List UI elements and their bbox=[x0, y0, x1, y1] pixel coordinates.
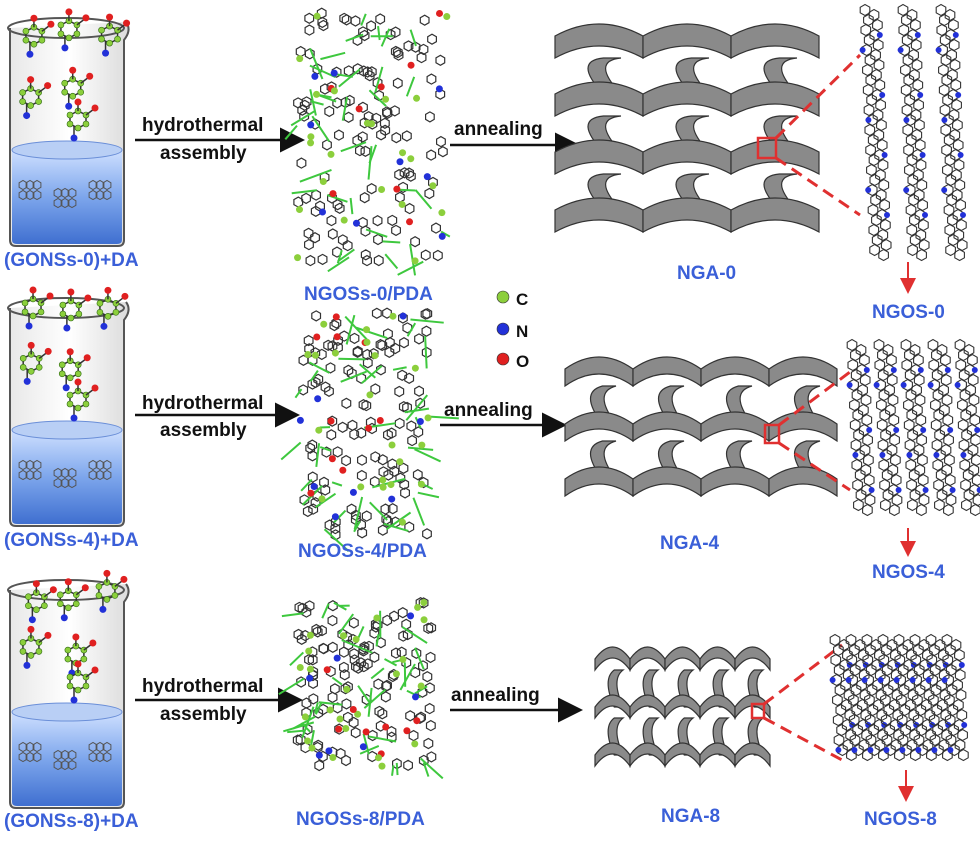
assembly-structure-1 bbox=[281, 308, 459, 551]
ngos-sheet-stack-0 bbox=[860, 5, 967, 261]
legend-c-dot bbox=[497, 291, 509, 303]
aerogel-label-1: NGA-4 bbox=[660, 533, 719, 555]
beaker-label-2: (GONSs-8)+DA bbox=[4, 811, 139, 833]
step1-line2-2: assembly bbox=[160, 704, 247, 726]
assembly-label-2: NGOSs-8/PDA bbox=[296, 809, 425, 831]
sheet-label-1: NGOS-4 bbox=[872, 562, 945, 584]
assembly-label-1: NGOSs-4/PDA bbox=[298, 541, 427, 563]
step2-label-0: annealing bbox=[454, 119, 543, 141]
sheet-label-2: NGOS-8 bbox=[864, 809, 937, 831]
sheet-label-0: NGOS-0 bbox=[872, 302, 945, 324]
step1-line2-1: assembly bbox=[160, 420, 247, 442]
aerogel-network-1 bbox=[565, 357, 837, 496]
solution bbox=[12, 430, 122, 524]
aerogel-network-0 bbox=[555, 24, 819, 232]
solution bbox=[12, 712, 122, 806]
beaker-2 bbox=[8, 570, 129, 808]
assembly-label-0: NGOSs-0/PDA bbox=[304, 284, 433, 306]
step1-line1-0: hydrothermal bbox=[142, 115, 263, 137]
aerogel-label-0: NGA-0 bbox=[677, 263, 736, 285]
step1-line2-0: assembly bbox=[160, 143, 247, 165]
assembly-structure-2 bbox=[279, 598, 443, 779]
beaker-label-1: (GONSs-4)+DA bbox=[4, 530, 139, 552]
ngos-sheet-stack-1 bbox=[847, 340, 980, 516]
beaker-0 bbox=[8, 8, 130, 246]
ngos-sheet-stack-2 bbox=[830, 635, 969, 761]
solution bbox=[12, 150, 122, 244]
step1-line1-2: hydrothermal bbox=[142, 676, 263, 698]
legend-o-dot bbox=[497, 353, 509, 365]
assembly-structure-0 bbox=[285, 8, 450, 275]
legend-oxygen-label: O bbox=[516, 352, 529, 372]
aerogel-label-2: NGA-8 bbox=[661, 806, 720, 828]
step1-line1-1: hydrothermal bbox=[142, 393, 263, 415]
legend-carbon-label: C bbox=[516, 290, 528, 310]
aerogel-network-2 bbox=[595, 647, 770, 766]
step2-label-1: annealing bbox=[444, 400, 533, 422]
beaker-label-0: (GONSs-0)+DA bbox=[4, 250, 139, 272]
step2-label-2: annealing bbox=[451, 685, 540, 707]
legend-nitrogen-label: N bbox=[516, 322, 528, 342]
beaker-1 bbox=[8, 286, 129, 526]
legend-n-dot bbox=[497, 323, 509, 335]
